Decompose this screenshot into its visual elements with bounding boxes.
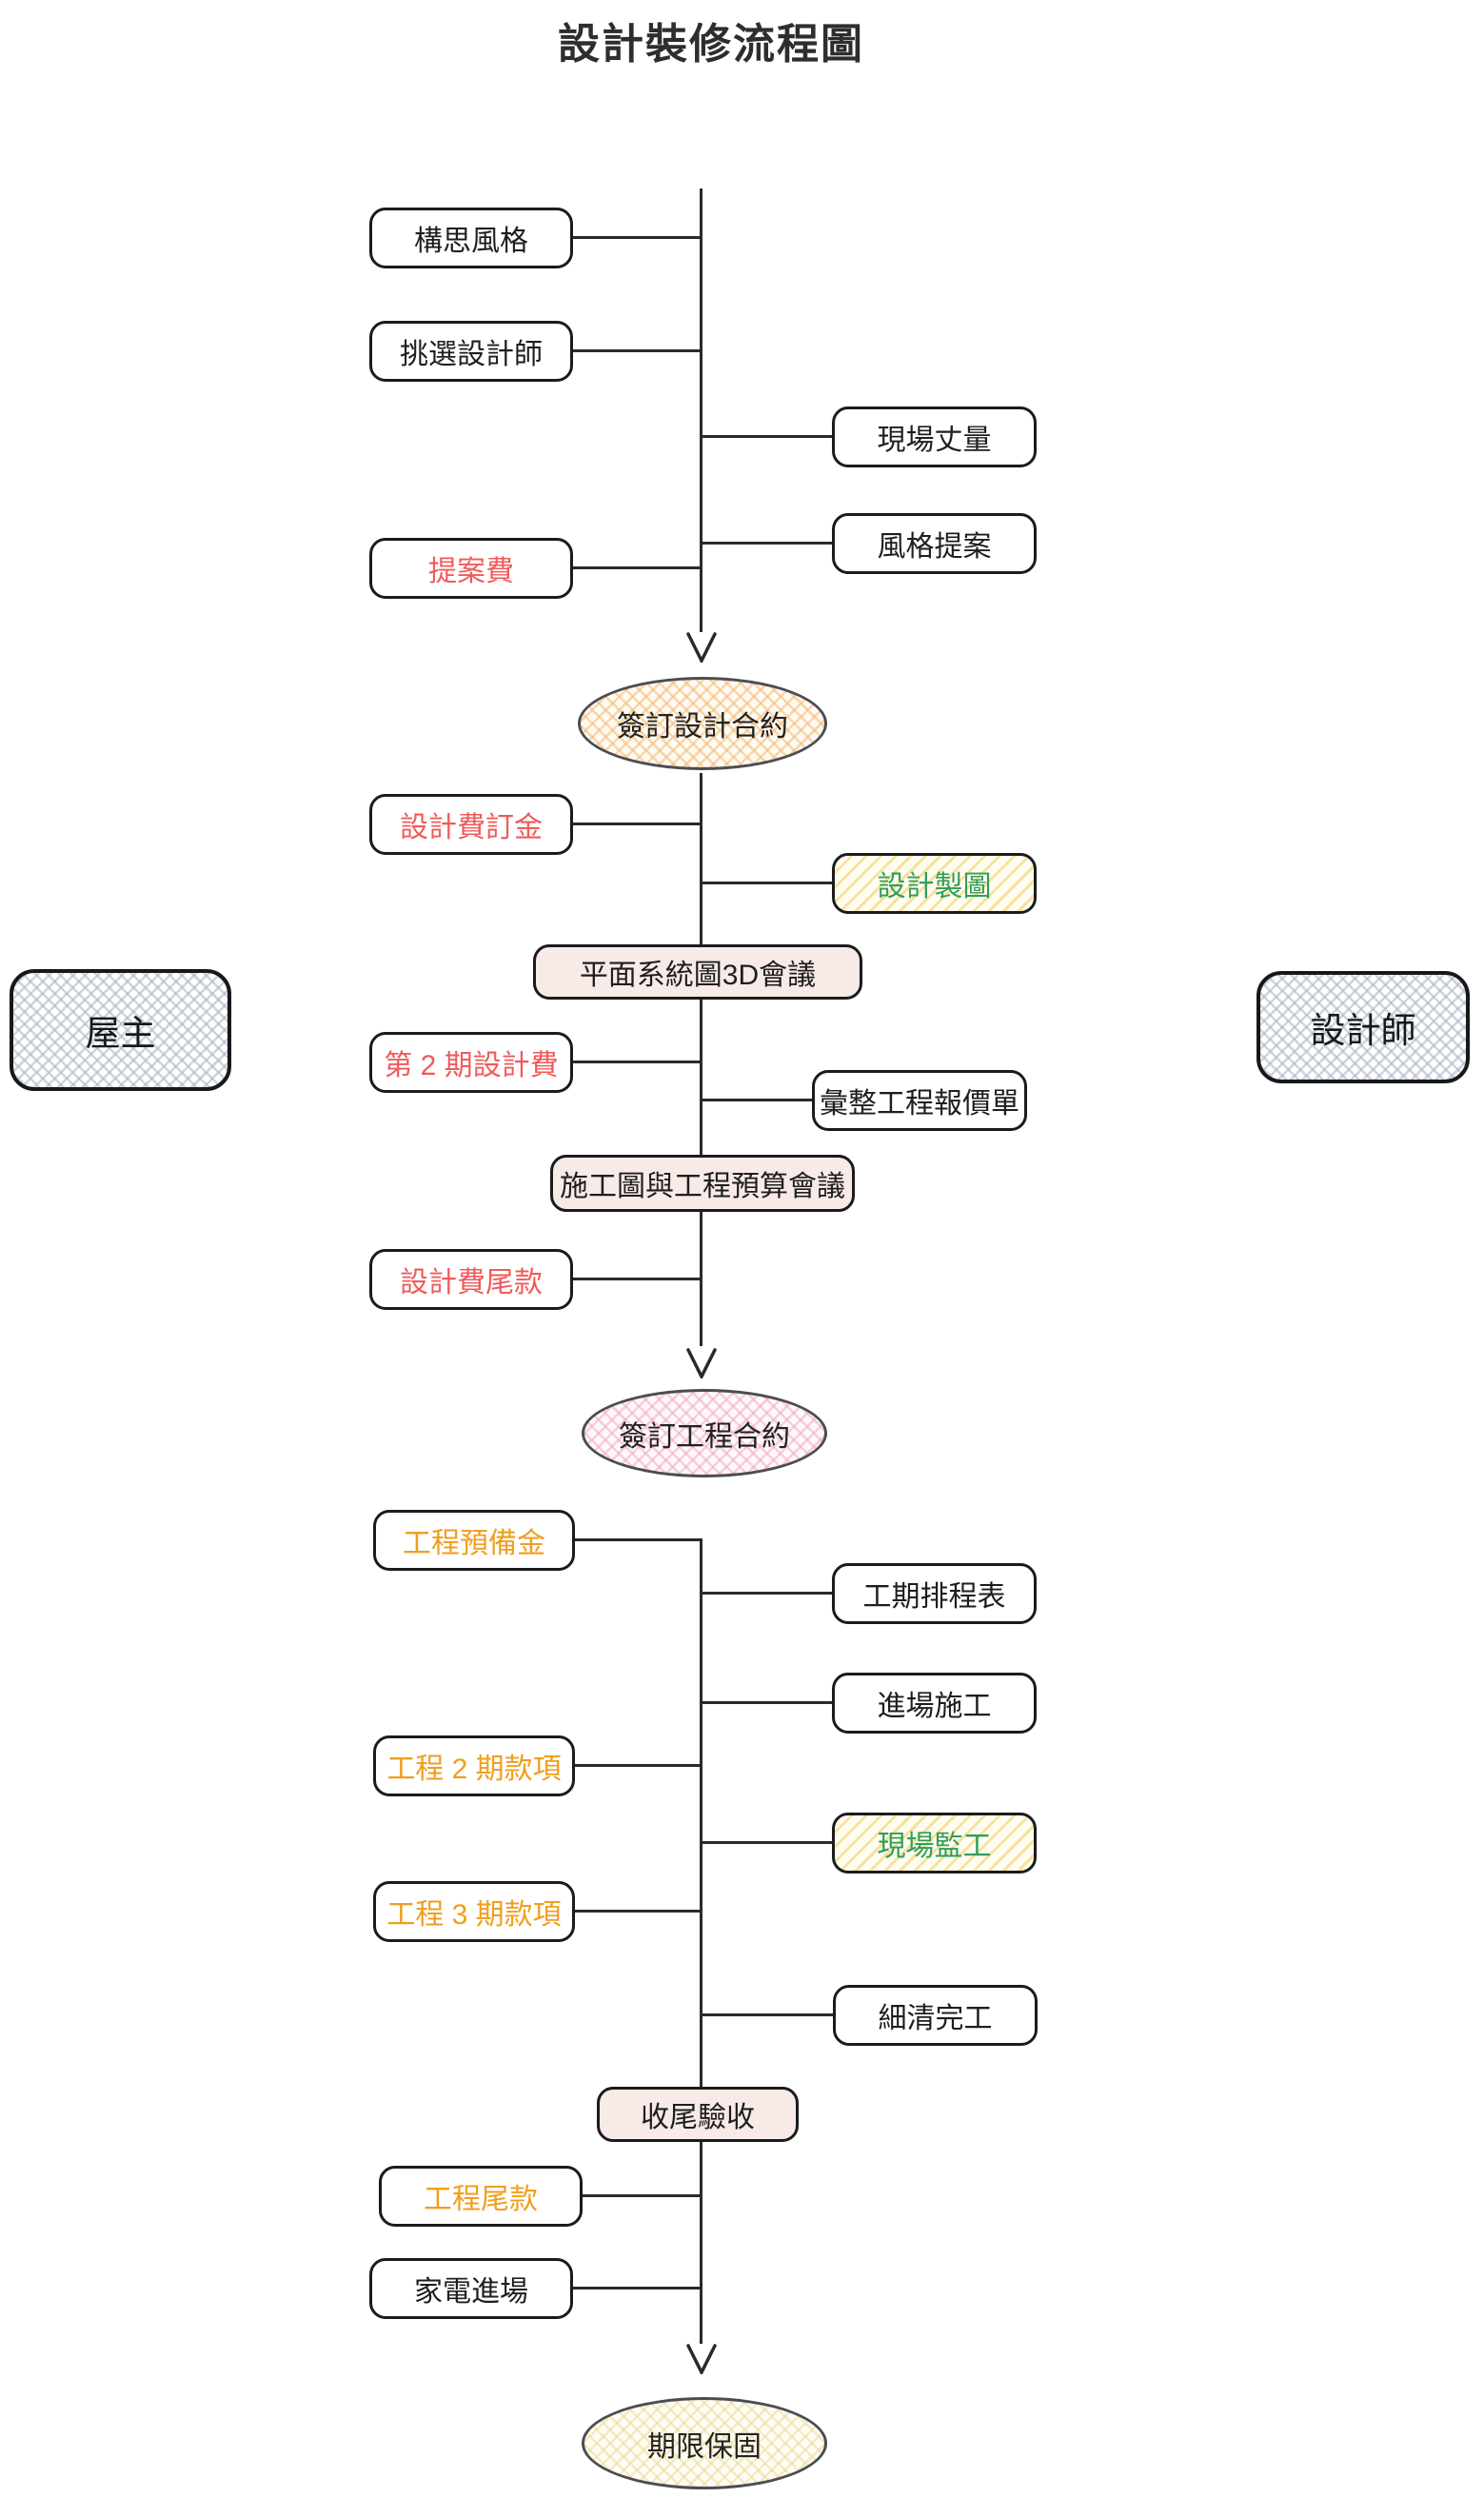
node-label: 收尾驗收 (641, 2102, 755, 2133)
node-schedule-table[interactable]: 工期排程表 (832, 1563, 1037, 1624)
connector-line (702, 1701, 832, 1704)
connector-line (575, 1764, 702, 1767)
connector-line (702, 882, 832, 884)
terminal-label: 期限保固 (647, 2430, 762, 2463)
terminal-label: 簽訂設計合約 (617, 711, 788, 743)
node-construction-final-payment[interactable]: 工程尾款 (379, 2166, 583, 2227)
connector-line (702, 2013, 833, 2016)
node-label: 工程尾款 (424, 2184, 538, 2215)
connector-line (702, 1099, 812, 1101)
actor-label: 屋主 (85, 1014, 156, 1053)
node-label: 現場監工 (877, 1831, 992, 1862)
timeline-segment-1 (700, 188, 702, 632)
node-payment-2nd[interactable]: 工程 2 期款項 (373, 1735, 575, 1796)
connector-line (573, 236, 702, 239)
node-label: 工程預備金 (403, 1528, 545, 1559)
connector-line (573, 1061, 702, 1063)
connector-line (702, 1841, 832, 1844)
terminal-construction-contract[interactable]: 簽訂工程合約 (582, 1389, 827, 1477)
node-label: 設計費訂金 (400, 812, 543, 843)
connector-line (575, 1910, 702, 1913)
node-payment-3rd[interactable]: 工程 3 期款項 (373, 1881, 575, 1942)
node-label: 構思風格 (414, 226, 528, 257)
node-label: 工程 3 期款項 (386, 1899, 562, 1931)
connector-line (702, 542, 832, 545)
arrow-down-icon (686, 2344, 717, 2374)
node-label: 細清完工 (878, 2003, 993, 2034)
actor-label: 設計師 (1310, 1011, 1416, 1050)
node-final-cleaning[interactable]: 細清完工 (833, 1985, 1038, 2046)
node-label: 第 2 期設計費 (384, 1050, 559, 1081)
node-label: 工期排程表 (862, 1581, 1006, 1613)
node-meeting-budget[interactable]: 施工圖與工程預算會議 (550, 1155, 855, 1212)
node-label: 挑選設計師 (400, 339, 543, 370)
connector-line (575, 1538, 702, 1541)
node-final-inspection[interactable]: 收尾驗收 (597, 2087, 799, 2142)
node-label: 進場施工 (877, 1691, 992, 1722)
arrow-down-icon (686, 1348, 717, 1378)
timeline-segment-2 (700, 773, 702, 1346)
connector-line (583, 2194, 702, 2197)
node-appliance-entry[interactable]: 家電進場 (369, 2258, 573, 2319)
terminal-design-contract[interactable]: 簽訂設計合約 (578, 677, 827, 770)
terminal-warranty[interactable]: 期限保固 (582, 2397, 827, 2489)
node-meeting-3d[interactable]: 平面系統圖3D會議 (533, 944, 862, 1000)
node-conceive-style[interactable]: 構思風格 (369, 208, 573, 268)
node-pick-designer[interactable]: 挑選設計師 (369, 321, 573, 382)
node-proposal-fee[interactable]: 提案費 (369, 538, 573, 599)
terminal-label: 簽訂工程合約 (619, 1420, 790, 1453)
node-site-measure[interactable]: 現場丈量 (832, 406, 1037, 467)
node-label: 設計費尾款 (400, 1267, 543, 1299)
node-start-construction[interactable]: 進場施工 (832, 1673, 1037, 1734)
connector-line (573, 2287, 702, 2290)
node-design-fee-deposit[interactable]: 設計費訂金 (369, 794, 573, 855)
node-construction-reserve[interactable]: 工程預備金 (373, 1510, 575, 1571)
node-quote-compile[interactable]: 彙整工程報價單 (812, 1070, 1027, 1131)
node-label: 彙整工程報價單 (820, 1088, 1019, 1120)
node-label: 設計製圖 (877, 871, 992, 902)
connector-line (702, 1592, 832, 1595)
node-design-fee-final[interactable]: 設計費尾款 (369, 1249, 573, 1310)
node-label: 工程 2 期款項 (386, 1754, 562, 1785)
actor-owner[interactable]: 屋主 (10, 969, 231, 1091)
node-label: 現場丈量 (877, 425, 992, 456)
node-site-supervision[interactable]: 現場監工 (832, 1813, 1037, 1874)
node-label: 平面系統圖3D會議 (579, 960, 817, 991)
node-style-proposal[interactable]: 風格提案 (832, 513, 1037, 574)
node-label: 施工圖與工程預算會議 (560, 1171, 845, 1202)
node-design-fee-2nd[interactable]: 第 2 期設計費 (369, 1032, 573, 1093)
connector-line (702, 435, 832, 438)
node-design-drafting[interactable]: 設計製圖 (832, 853, 1037, 914)
node-label: 家電進場 (414, 2276, 528, 2308)
connector-line (573, 1278, 702, 1280)
connector-line (573, 566, 702, 569)
timeline-segment-3 (700, 1538, 702, 2344)
actor-designer[interactable]: 設計師 (1256, 971, 1470, 1083)
node-label: 風格提案 (877, 531, 992, 563)
page-title: 設計裝修流程圖 (558, 21, 864, 68)
connector-line (573, 823, 702, 825)
arrow-down-icon (686, 632, 717, 663)
connector-line (573, 349, 702, 352)
node-label: 提案費 (428, 556, 514, 587)
